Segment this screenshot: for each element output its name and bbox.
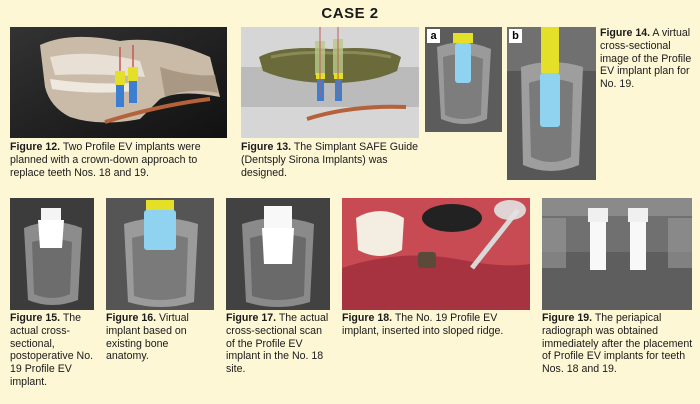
figure-15-label: Figure 15.: [10, 312, 61, 324]
figure-13-text: The Simplant SAFE Guide (Dentsply Sirona…: [241, 141, 419, 179]
figure-13-caption: Figure 13. The Simplant SAFE Guide (Dent…: [241, 141, 419, 179]
figure-18-label: Figure 18.: [342, 312, 393, 324]
figure-19-image: [542, 198, 692, 310]
figure-12-caption: Figure 12. Two Profile EV implants were …: [10, 141, 228, 179]
figure-16-caption: Figure 16. Virtual implant based on exis…: [106, 312, 214, 363]
figure-15-image: [10, 198, 94, 310]
figure-18-text: The No. 19 Profile EV implant, inserted …: [342, 312, 504, 337]
figure-16-label: Figure 16.: [106, 312, 157, 324]
figure-14-inset-a: a: [427, 29, 440, 43]
figure-13-label: Figure 13.: [241, 141, 292, 153]
figure-17-caption: Figure 17. The actual cross-sectional sc…: [226, 312, 330, 376]
figure-12-text: Two Profile EV implants were planned wit…: [10, 141, 201, 179]
figure-14-label: Figure 14.: [600, 27, 651, 39]
figure-12-image: [10, 27, 227, 138]
figure-19-caption: Figure 19. The periapical radiograph was…: [542, 312, 696, 376]
figure-15-caption: Figure 15. The actual cross-sectional, p…: [10, 312, 94, 389]
figure-19-text: The periapical radiograph was obtained i…: [542, 312, 693, 376]
figure-17-image: [226, 198, 330, 310]
figure-16-text: Virtual implant based on existing bone a…: [106, 312, 189, 363]
figure-18-image: [342, 198, 530, 310]
figure-14a-image: a: [425, 27, 502, 132]
figure-15-text: The actual cross-sectional, postoperativ…: [10, 312, 94, 388]
figure-14-inset-b: b: [509, 29, 522, 43]
figure-17-label: Figure 17.: [226, 312, 277, 324]
figure-12-label: Figure 12.: [10, 141, 61, 153]
figure-18-caption: Figure 18. The No. 19 Profile EV implant…: [342, 312, 530, 338]
figure-14-text: A virtual cross-sectional image of the P…: [600, 27, 692, 91]
figure-19-label: Figure 19.: [542, 312, 593, 324]
figure-14b-image: b: [507, 27, 596, 180]
figure-14-caption: Figure 14. A virtual cross-sectional ima…: [600, 27, 696, 91]
figure-16-image: [106, 198, 214, 310]
figure-17-text: The actual cross-sectional scan of the P…: [226, 312, 329, 376]
figure-13-image: [241, 27, 419, 138]
case-title: CASE 2: [321, 5, 379, 22]
